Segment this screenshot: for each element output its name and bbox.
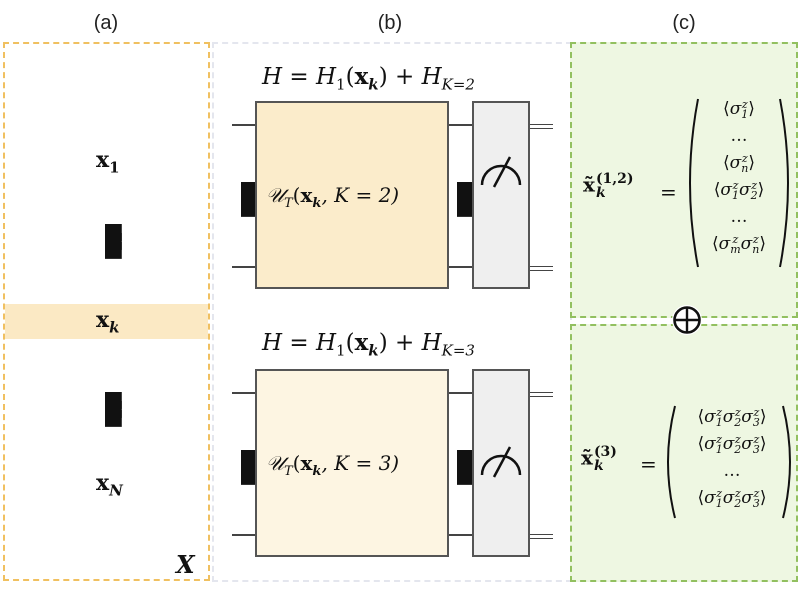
vertical-ellipsis-icon: ■■■ — [239, 177, 260, 220]
dataset-matrix-symbol: X — [176, 550, 195, 579]
sample-xk: xk — [96, 307, 120, 337]
sample-xN: xN — [96, 470, 123, 500]
sample-x1: x1 — [96, 147, 120, 177]
vertical-ellipsis-icon: ■■■ — [103, 219, 124, 262]
vertical-ellipsis-icon: ■■■ — [103, 387, 124, 430]
hamiltonian-k2: H = H1(xk) + HK=2 — [262, 63, 475, 94]
direct-sum-icon — [673, 306, 701, 334]
vertical-ellipsis-icon: ■■■ — [455, 177, 476, 220]
feature-lhs-3: x̃(3)k — [581, 444, 617, 474]
feature-lhs-12: x̃(1,2)k — [583, 171, 634, 201]
matrix-ellipsis: … — [730, 126, 748, 146]
measurement-box-k2 — [472, 101, 530, 289]
classical-wire-top — [530, 124, 553, 129]
panel-label-a: (a) — [93, 12, 119, 34]
qubit-wire-mid-top — [449, 124, 473, 126]
highlighted-sample-row — [5, 304, 208, 339]
matrix-ellipsis: … — [730, 207, 748, 227]
qubit-wire-in-bottom — [232, 534, 256, 536]
unitary-gate-k2 — [255, 101, 449, 289]
measurement-box-k3 — [472, 369, 530, 557]
vertical-ellipsis-icon: ■■■ — [455, 445, 476, 488]
hamiltonian-k3: H = H1(xk) + HK=3 — [262, 329, 475, 360]
measurement-meter-icon — [480, 156, 522, 188]
panel-a-dataset — [3, 42, 210, 581]
panel-label-c: (c) — [672, 12, 696, 34]
gate-label-k3: 𝒰T(xk, K = 3) — [266, 451, 400, 479]
panel-label-b: (b) — [377, 12, 403, 34]
feature-equals-12: = — [660, 180, 677, 204]
vertical-ellipsis-icon: ■■■ — [239, 445, 260, 488]
qubit-wire-in-top — [232, 124, 256, 126]
classical-wire-bottom — [530, 534, 553, 539]
matrix-parentheses-3 — [667, 405, 791, 519]
feature-equals-3: = — [640, 452, 657, 476]
matrix-ellipsis: … — [723, 461, 741, 481]
qubit-wire-mid-bottom — [449, 266, 473, 268]
unitary-gate-k3 — [255, 369, 449, 557]
measurement-meter-icon — [480, 446, 522, 478]
qubit-wire-in-bottom — [232, 266, 256, 268]
classical-wire-bottom — [530, 266, 553, 271]
classical-wire-top — [530, 392, 553, 397]
panel-c-features-12 — [570, 42, 798, 318]
qubit-wire-mid-top — [449, 392, 473, 394]
matrix-parentheses-12 — [689, 98, 789, 268]
qubit-wire-in-top — [232, 392, 256, 394]
gate-label-k2: 𝒰T(xk, K = 2) — [266, 183, 400, 211]
qubit-wire-mid-bottom — [449, 534, 473, 536]
